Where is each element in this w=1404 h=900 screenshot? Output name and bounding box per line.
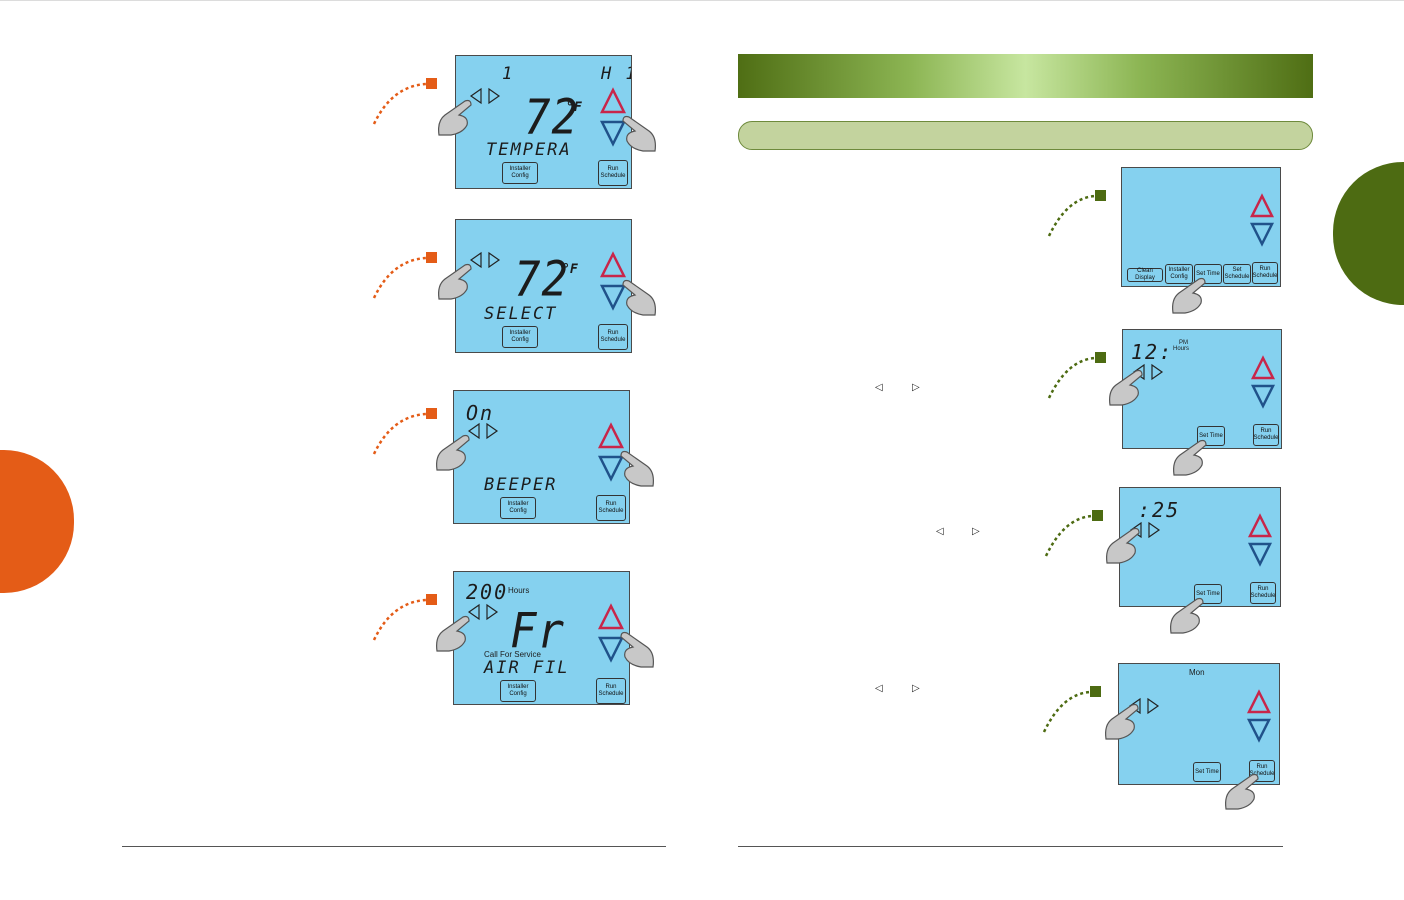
temperature-unit: °F xyxy=(562,262,578,277)
set-schedule-button[interactable]: Set Schedule xyxy=(1223,264,1251,284)
temp-up-arrow-button[interactable] xyxy=(1249,193,1275,219)
temp-up-arrow-button[interactable] xyxy=(1246,689,1272,715)
inline-left-arrow-3: ◁ xyxy=(875,683,883,694)
lcd-word: SELECT xyxy=(484,304,558,324)
pointing-hand-left-icon xyxy=(438,263,472,300)
left-right-arrow-buttons[interactable] xyxy=(469,251,503,269)
temp-down-arrow-button[interactable] xyxy=(597,635,625,663)
segment-top-left: 200 xyxy=(466,580,509,604)
installer-config-button[interactable]: Installer Config xyxy=(500,680,536,702)
pointing-hand-right-icon xyxy=(622,279,656,316)
callout-leader-3 xyxy=(372,408,437,455)
temp-up-arrow-button[interactable] xyxy=(1247,513,1273,539)
temp-down-arrow-button[interactable] xyxy=(1247,541,1273,567)
run-schedule-button[interactable]: Run Schedule xyxy=(598,160,628,186)
pointing-hand-left-icon xyxy=(436,434,470,471)
callout-leader-1 xyxy=(372,78,437,125)
orange-section-tab xyxy=(0,450,74,593)
temp-up-arrow-button[interactable] xyxy=(597,422,625,450)
inline-right-arrow-3: ▷ xyxy=(912,683,920,694)
run-schedule-button[interactable]: Run Schedule xyxy=(596,495,626,521)
lcd-word: TEMPERA xyxy=(486,140,572,160)
callout-leader-4 xyxy=(372,594,437,641)
day-label: Mon xyxy=(1189,668,1205,677)
inline-right-arrow-2: ▷ xyxy=(972,526,980,537)
time-hours-display: 12: xyxy=(1131,340,1174,364)
installer-config-button[interactable]: Installer Config xyxy=(1165,264,1193,284)
installer-config-button[interactable]: Installer Config xyxy=(500,497,536,519)
run-schedule-button[interactable]: Run Schedule xyxy=(1250,582,1276,604)
temp-down-arrow-button[interactable] xyxy=(1249,221,1275,247)
pointing-hand-bottom-icon xyxy=(1172,277,1206,314)
installer-config-button[interactable]: Installer Config xyxy=(502,162,538,184)
callout-leader-7 xyxy=(1044,510,1103,557)
green-section-tab xyxy=(1333,162,1404,305)
run-schedule-button[interactable]: Run Schedule xyxy=(596,678,626,704)
section-subtitle-bar xyxy=(738,121,1313,150)
pointing-hand-right-icon xyxy=(620,450,654,487)
pointing-hand-right-icon xyxy=(622,115,656,152)
inline-left-arrow-1: ◁ xyxy=(875,382,883,393)
inline-right-arrow-1: ▷ xyxy=(912,382,920,393)
pointing-hand-left-icon xyxy=(1109,369,1143,406)
segment-top-left: 1 xyxy=(502,64,515,84)
pointing-hand-left-icon xyxy=(436,615,470,652)
temp-up-arrow-button[interactable] xyxy=(599,251,627,279)
left-right-arrow-buttons[interactable] xyxy=(467,422,501,440)
callout-leader-5 xyxy=(1047,190,1106,237)
temp-up-arrow-button[interactable] xyxy=(599,87,627,115)
temperature-unit: °F xyxy=(566,100,582,115)
inline-left-arrow-2: ◁ xyxy=(936,526,944,537)
top-rule xyxy=(0,0,1404,1)
temp-down-arrow-button[interactable] xyxy=(599,119,627,147)
lcd-word: BEEPER xyxy=(484,475,558,495)
pointing-hand-left-icon xyxy=(438,99,472,136)
temp-up-arrow-button[interactable] xyxy=(1250,355,1276,381)
thermostat-screen-7: :25 Set Time Run Schedule xyxy=(1119,487,1281,607)
pointing-hand-left-icon xyxy=(1106,527,1140,564)
pointing-hand-bottom-icon xyxy=(1225,773,1259,810)
temp-down-arrow-button[interactable] xyxy=(599,283,627,311)
filter-code-display: Fr xyxy=(510,603,565,660)
temperature-display: 72 xyxy=(514,251,569,308)
section-title-bar xyxy=(738,54,1313,98)
installer-config-button[interactable]: Installer Config xyxy=(502,326,538,348)
segment-top-left: On xyxy=(466,401,495,425)
left-right-arrow-buttons[interactable] xyxy=(469,87,503,105)
run-schedule-button[interactable]: Run Schedule xyxy=(1252,262,1278,284)
temp-down-arrow-button[interactable] xyxy=(1246,717,1272,743)
callout-leader-6 xyxy=(1047,352,1106,399)
hours-label: Hours xyxy=(1173,346,1190,352)
call-for-service-label: Call For Service xyxy=(484,650,541,659)
segment-top-right: H 1 xyxy=(601,64,631,84)
temp-down-arrow-button[interactable] xyxy=(1250,383,1276,409)
callout-leader-8 xyxy=(1042,686,1101,733)
temp-down-arrow-button[interactable] xyxy=(597,454,625,482)
run-schedule-button[interactable]: Run Schedule xyxy=(598,324,628,350)
footer-rule-right xyxy=(738,846,1283,847)
pointing-hand-bottom-icon xyxy=(1173,439,1207,476)
temp-up-arrow-button[interactable] xyxy=(597,603,625,631)
lcd-word: AIR FIL xyxy=(484,658,570,678)
run-schedule-button[interactable]: Run Schedule xyxy=(1253,424,1279,446)
pointing-hand-right-icon xyxy=(620,631,654,668)
temperature-display: 72 xyxy=(524,89,579,146)
set-time-button[interactable]: Set Time xyxy=(1193,762,1221,782)
pm-indicator: PM xyxy=(1179,340,1188,346)
hours-label: Hours xyxy=(508,586,530,595)
clean-display-button[interactable]: Clean Display xyxy=(1127,268,1163,282)
time-minutes-display: :25 xyxy=(1138,498,1181,522)
pointing-hand-left-icon xyxy=(1105,703,1139,740)
pointing-hand-bottom-icon xyxy=(1170,597,1204,634)
footer-rule-left xyxy=(122,846,666,847)
callout-leader-2 xyxy=(372,252,437,299)
left-right-arrow-buttons[interactable] xyxy=(467,603,501,621)
